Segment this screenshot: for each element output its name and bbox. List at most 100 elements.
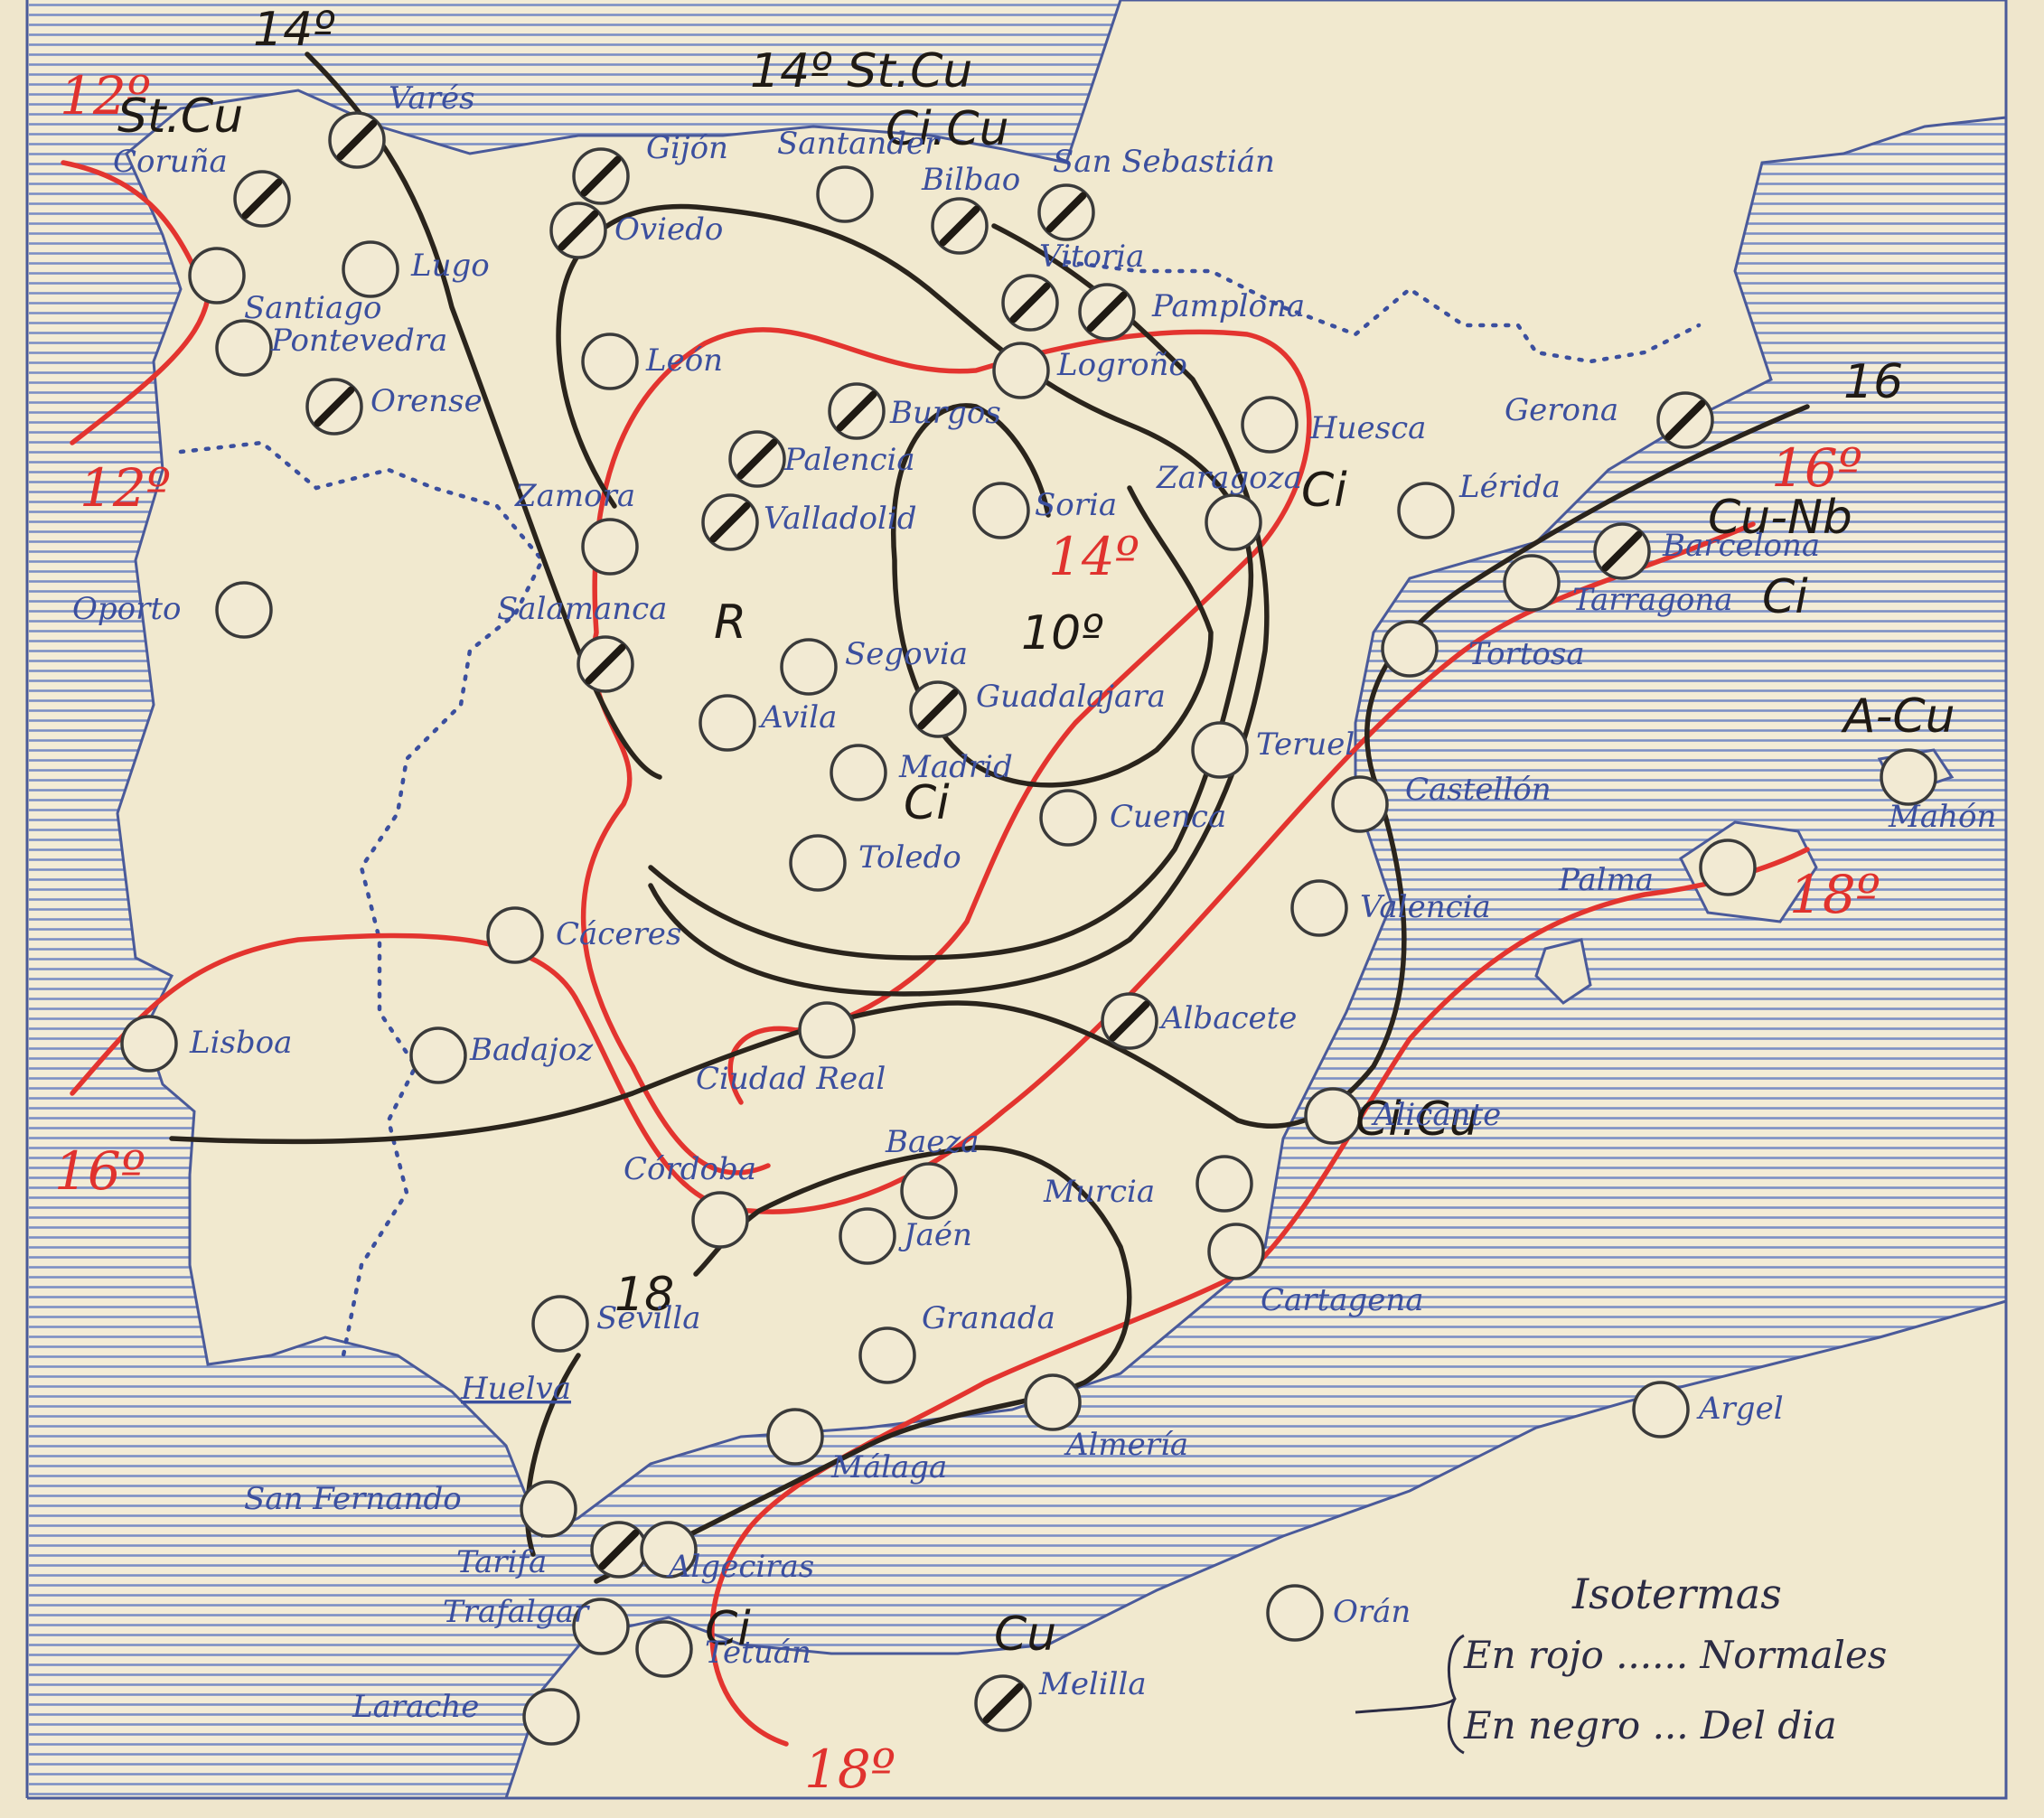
station-marker [1331,775,1389,833]
city-label: Madrid [898,749,1013,785]
city-label: Oporto [72,591,182,627]
city-label: Orán [1333,1594,1411,1630]
daily-isotherm-18 [525,1145,1132,1584]
station-marker [188,247,246,305]
cloud-annotation: Ci [904,776,950,830]
overcast-bar [585,643,626,685]
ibiza [1534,938,1592,1005]
right-margin [2006,0,2044,1818]
city-label: Logroño [1056,347,1187,383]
city-label: Salamanca [497,591,667,627]
daily-isotherm-16-east [169,404,1810,1145]
city-label: Badajoz [469,1032,594,1068]
overcast-bar [314,386,355,427]
overcast-bar [336,119,378,161]
station-marker [1195,1155,1253,1213]
border-france [1064,259,1702,364]
city-label: Burgos [889,395,1001,431]
overcast-bar [241,178,283,220]
africa-land [503,1299,2008,1800]
overcast-bar [598,1529,640,1570]
station-marker [409,1026,467,1084]
legend-red-row: En rojo ...... Normales [1463,1633,1887,1677]
cloud-annotation: Ci.Cu [886,102,1009,156]
city-label: Santiago [244,290,382,326]
border-portugal [178,440,545,1358]
city-label: Sevilla [596,1300,701,1336]
normal-isotherm-14 [580,327,1312,1176]
overcast-bar [1601,530,1643,572]
city-label: Guadalajara [976,679,1166,715]
station-marker [486,906,544,964]
city-label: Lisboa [189,1025,292,1061]
overcast-bar [736,438,778,480]
city-label: Huelva [460,1371,571,1407]
legend-title: Isotermas [1571,1570,1782,1618]
station-marker [120,1015,178,1073]
city-label: Huesca [1309,410,1426,446]
station-marker [780,638,838,696]
station-marker [1397,482,1455,539]
city-label: Almería [1064,1427,1188,1463]
station-marker [1632,1381,1690,1438]
station-marker [839,1207,896,1265]
station-marker [1191,721,1249,779]
overcast-bar [939,205,980,247]
stations [120,111,1937,1746]
daily-isotherm-label: 10º [1021,606,1103,661]
city-label: Vitoria [1039,239,1144,275]
station-marker [1304,1087,1362,1145]
station-marker [215,581,273,639]
station-marker [581,518,639,576]
cloud-annotation: St.Cu [117,89,243,144]
normal-isotherm-label: 18º [804,1738,895,1800]
city-label: Cuenca [1110,799,1226,835]
city-label: Zaragoza [1156,460,1302,496]
overcast-bar [836,390,877,432]
overcast-bar [1045,192,1087,233]
city-label: Argel [1696,1391,1784,1427]
overcast-bar [709,501,751,543]
cloud-annotation: R [714,595,746,650]
overcast-bar [558,210,599,251]
daily-isotherm-16-outer [648,223,1270,997]
station-marker [1381,620,1439,678]
cloud-annotation: Ci.Cu [1355,1092,1479,1147]
normal-isotherm-label: 18º [1789,864,1880,925]
station-marker [699,694,756,752]
station-marker [816,165,874,223]
city-label: Orense [370,383,483,419]
city-label: Palma [1558,862,1654,898]
city-label: San Fernando [244,1481,462,1517]
daily-isotherm-14 [305,52,662,780]
daily-isotherm-label: 14º [253,3,335,57]
city-label: Valencia [1360,889,1491,925]
city-label: Ciudad Real [696,1061,886,1097]
normal-isotherm-label: 12º [80,457,171,519]
station-marker [1205,493,1262,551]
cloud-annotation: Ci [1762,570,1808,624]
station-marker [572,1598,630,1655]
city-label: Pamplona [1151,288,1305,324]
city-label: Valladolid [764,501,916,537]
city-label: Albacete [1158,1000,1297,1036]
city-label: Zamora [514,478,635,514]
legend-brace [1355,1634,1465,1755]
city-label: Avila [758,699,837,736]
city-label: Murcia [1043,1174,1155,1210]
normal-isotherm-label: 16º [54,1140,145,1202]
city-label: Córdoba [624,1151,756,1187]
cloud-annotation: Cu-Nb [1708,491,1852,545]
city-label: Algeciras [666,1549,814,1585]
city-label: Alicante [1371,1097,1501,1133]
station-marker [1241,396,1299,454]
city-label: Palencia [783,442,915,478]
city-label: Cartagena [1261,1282,1424,1318]
normal-isotherm-label: 14º [1048,526,1139,587]
city-label: Baeza [885,1124,980,1160]
station-marker [972,482,1030,539]
city-label: Toledo [858,839,961,876]
city-label: Gerona [1505,392,1618,428]
station-marker [581,333,639,390]
